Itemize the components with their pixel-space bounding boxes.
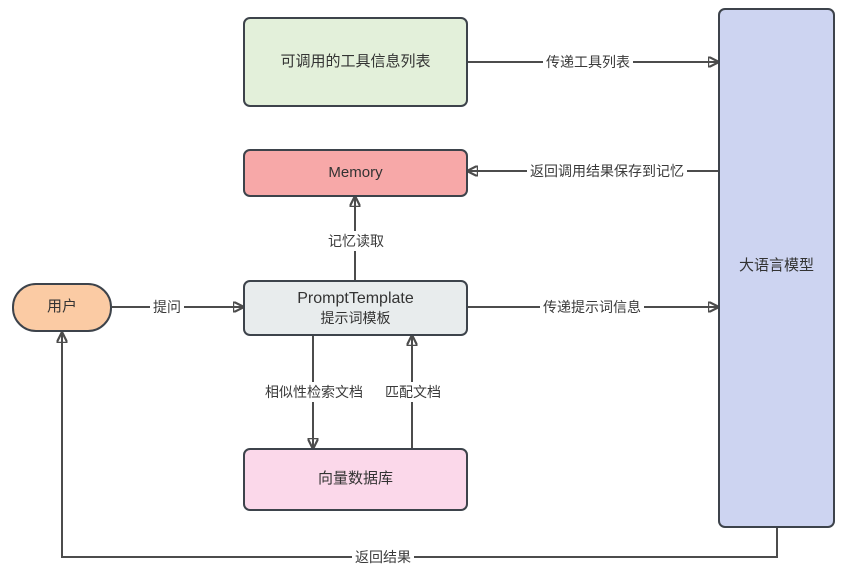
node-user: 用户: [12, 283, 112, 332]
edge-label-pass-tool-list: 传递工具列表: [543, 52, 633, 72]
edge-label-match-docs: 匹配文档: [382, 382, 444, 402]
node-tool-info-list-label: 可调用的工具信息列表: [280, 52, 431, 70]
edge-label-similarity-search: 相似性检索文档: [262, 382, 366, 402]
node-prompt-template-label-zh: 提示词模板: [320, 310, 391, 327]
edge-label-return-result: 返回结果: [352, 547, 414, 567]
node-large-language-model: 大语言模型: [718, 8, 835, 528]
edge-label-memory-read: 记忆读取: [325, 231, 387, 251]
node-prompt-template-label-en: PromptTemplate: [297, 289, 414, 307]
edge-label-save-to-memory: 返回调用结果保存到记忆: [527, 161, 687, 181]
edge-return-result: [62, 333, 778, 558]
node-large-language-model-label: 大语言模型: [738, 256, 814, 274]
node-memory: Memory: [243, 149, 468, 197]
node-vector-database: 向量数据库: [243, 448, 468, 511]
node-vector-database-label: 向量数据库: [317, 470, 393, 488]
node-prompt-template: PromptTemplate 提示词模板: [243, 280, 468, 336]
node-memory-label: Memory: [328, 163, 383, 181]
edge-label-ask: 提问: [150, 297, 184, 317]
edge-label-pass-prompt-info: 传递提示词信息: [540, 297, 644, 317]
node-user-label: 用户: [46, 298, 77, 316]
node-tool-info-list: 可调用的工具信息列表: [243, 17, 468, 107]
